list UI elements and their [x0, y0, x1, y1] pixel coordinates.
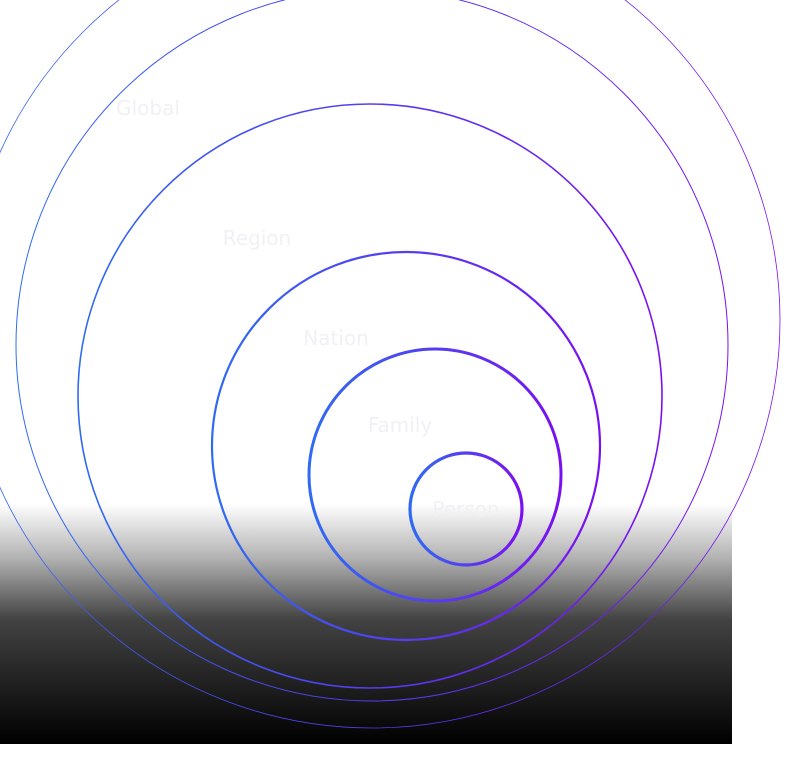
ring-outer-1	[15, 0, 729, 702]
ring-outer-2	[0, 0, 781, 729]
label-global: Global	[116, 96, 180, 120]
bottom-dark-gradient	[0, 504, 732, 744]
label-region: Region	[223, 226, 291, 250]
ring-global	[77, 103, 663, 689]
label-nation: Nation	[303, 326, 369, 350]
ring-region	[210, 250, 602, 642]
ring-nation	[307, 347, 563, 603]
ring-person	[408, 451, 524, 567]
label-person: Person	[432, 497, 499, 521]
label-family: Family	[368, 413, 433, 437]
